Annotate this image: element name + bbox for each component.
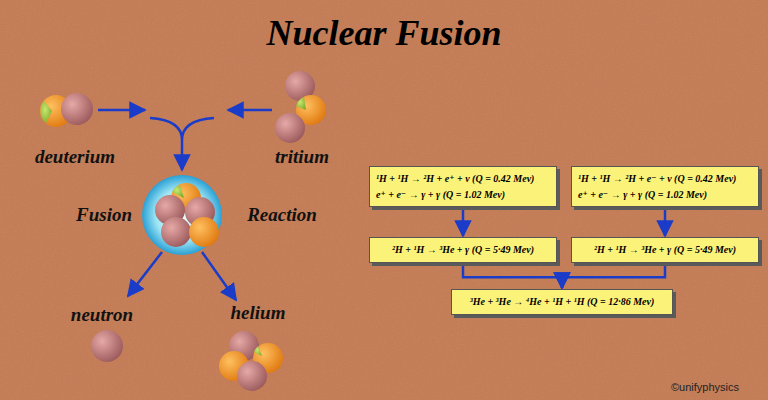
equation-text: ²H + ¹H → ³He + γ (Q = 5·49 Mev): [376, 242, 550, 258]
neutron-particle: [91, 330, 123, 362]
equation-text: ³He + ³He → ⁴He + ¹H + ¹H (Q = 12·86 Mev…: [458, 294, 666, 310]
green-patch: [296, 97, 306, 110]
helium-nucleus: [219, 331, 283, 391]
particle-label: helium: [231, 302, 286, 324]
neutron-ball: [91, 330, 123, 362]
particle-label: Fusion: [76, 204, 132, 226]
arrow: [128, 252, 162, 296]
equation-text: e⁺ + e⁻ → γ + γ (Q = 1.02 Mev): [578, 187, 752, 203]
arrow: [202, 252, 236, 300]
particle-label: tritium: [275, 146, 329, 168]
glow: [142, 175, 222, 255]
equation-box: ²H + ¹H → ³He + γ (Q = 5·49 Mev): [369, 237, 557, 263]
reaction-arrow: [562, 266, 665, 289]
tritium-nucleus: [275, 71, 326, 143]
green-patch: [254, 346, 262, 356]
equation-box: ³He + ³He → ⁴He + ¹H + ¹H (Q = 12·86 Mev…: [451, 289, 673, 315]
proton-ball: [61, 93, 93, 125]
green-patch: [41, 101, 52, 123]
equation-box: ²H + ¹H → ³He + γ (Q = 5·49 Mev): [571, 237, 759, 263]
arrow: [181, 140, 184, 170]
equation-box: ¹H + ¹H → ²H + e⁺ + ν (Q = 0.42 Mev)e⁺ +…: [369, 166, 557, 207]
merge-curve: [150, 118, 214, 140]
equation-text: ²H + ¹H → ³He + γ (Q = 5·49 Mev): [578, 242, 752, 258]
arrow: [228, 109, 272, 112]
proton-ball: [237, 361, 267, 391]
equation-text: ¹H + ¹H → ²H + e⁺ + ν (Q = 0.42 Mev): [376, 171, 550, 187]
neutron-ball: [189, 217, 219, 247]
fusion-core: [142, 175, 222, 255]
particle-label: deuterium: [35, 146, 115, 168]
diagram-title: Nuclear Fusion: [0, 14, 768, 54]
equation-text: ¹H + ¹H → ²H + e⁻ + ν (Q = 0.42 Mev): [578, 171, 752, 187]
equation-text: e⁺ + e⁻ → γ + γ (Q = 1.02 Mev): [376, 187, 550, 203]
particle-label: Reaction: [247, 204, 317, 226]
particle-label: neutron: [71, 304, 133, 326]
equation-box: ¹H + ¹H → ²H + e⁻ + ν (Q = 0.42 Mev)e⁺ +…: [571, 166, 759, 207]
arrow: [98, 109, 145, 112]
reaction-arrow: [463, 266, 562, 289]
watermark: ©unifyphysics: [671, 381, 739, 394]
reaction-arrow: [664, 210, 667, 236]
deuterium-nucleus: [40, 93, 93, 127]
reaction-arrow: [462, 210, 465, 236]
proton-ball: [161, 217, 191, 247]
proton-ball: [275, 113, 305, 143]
